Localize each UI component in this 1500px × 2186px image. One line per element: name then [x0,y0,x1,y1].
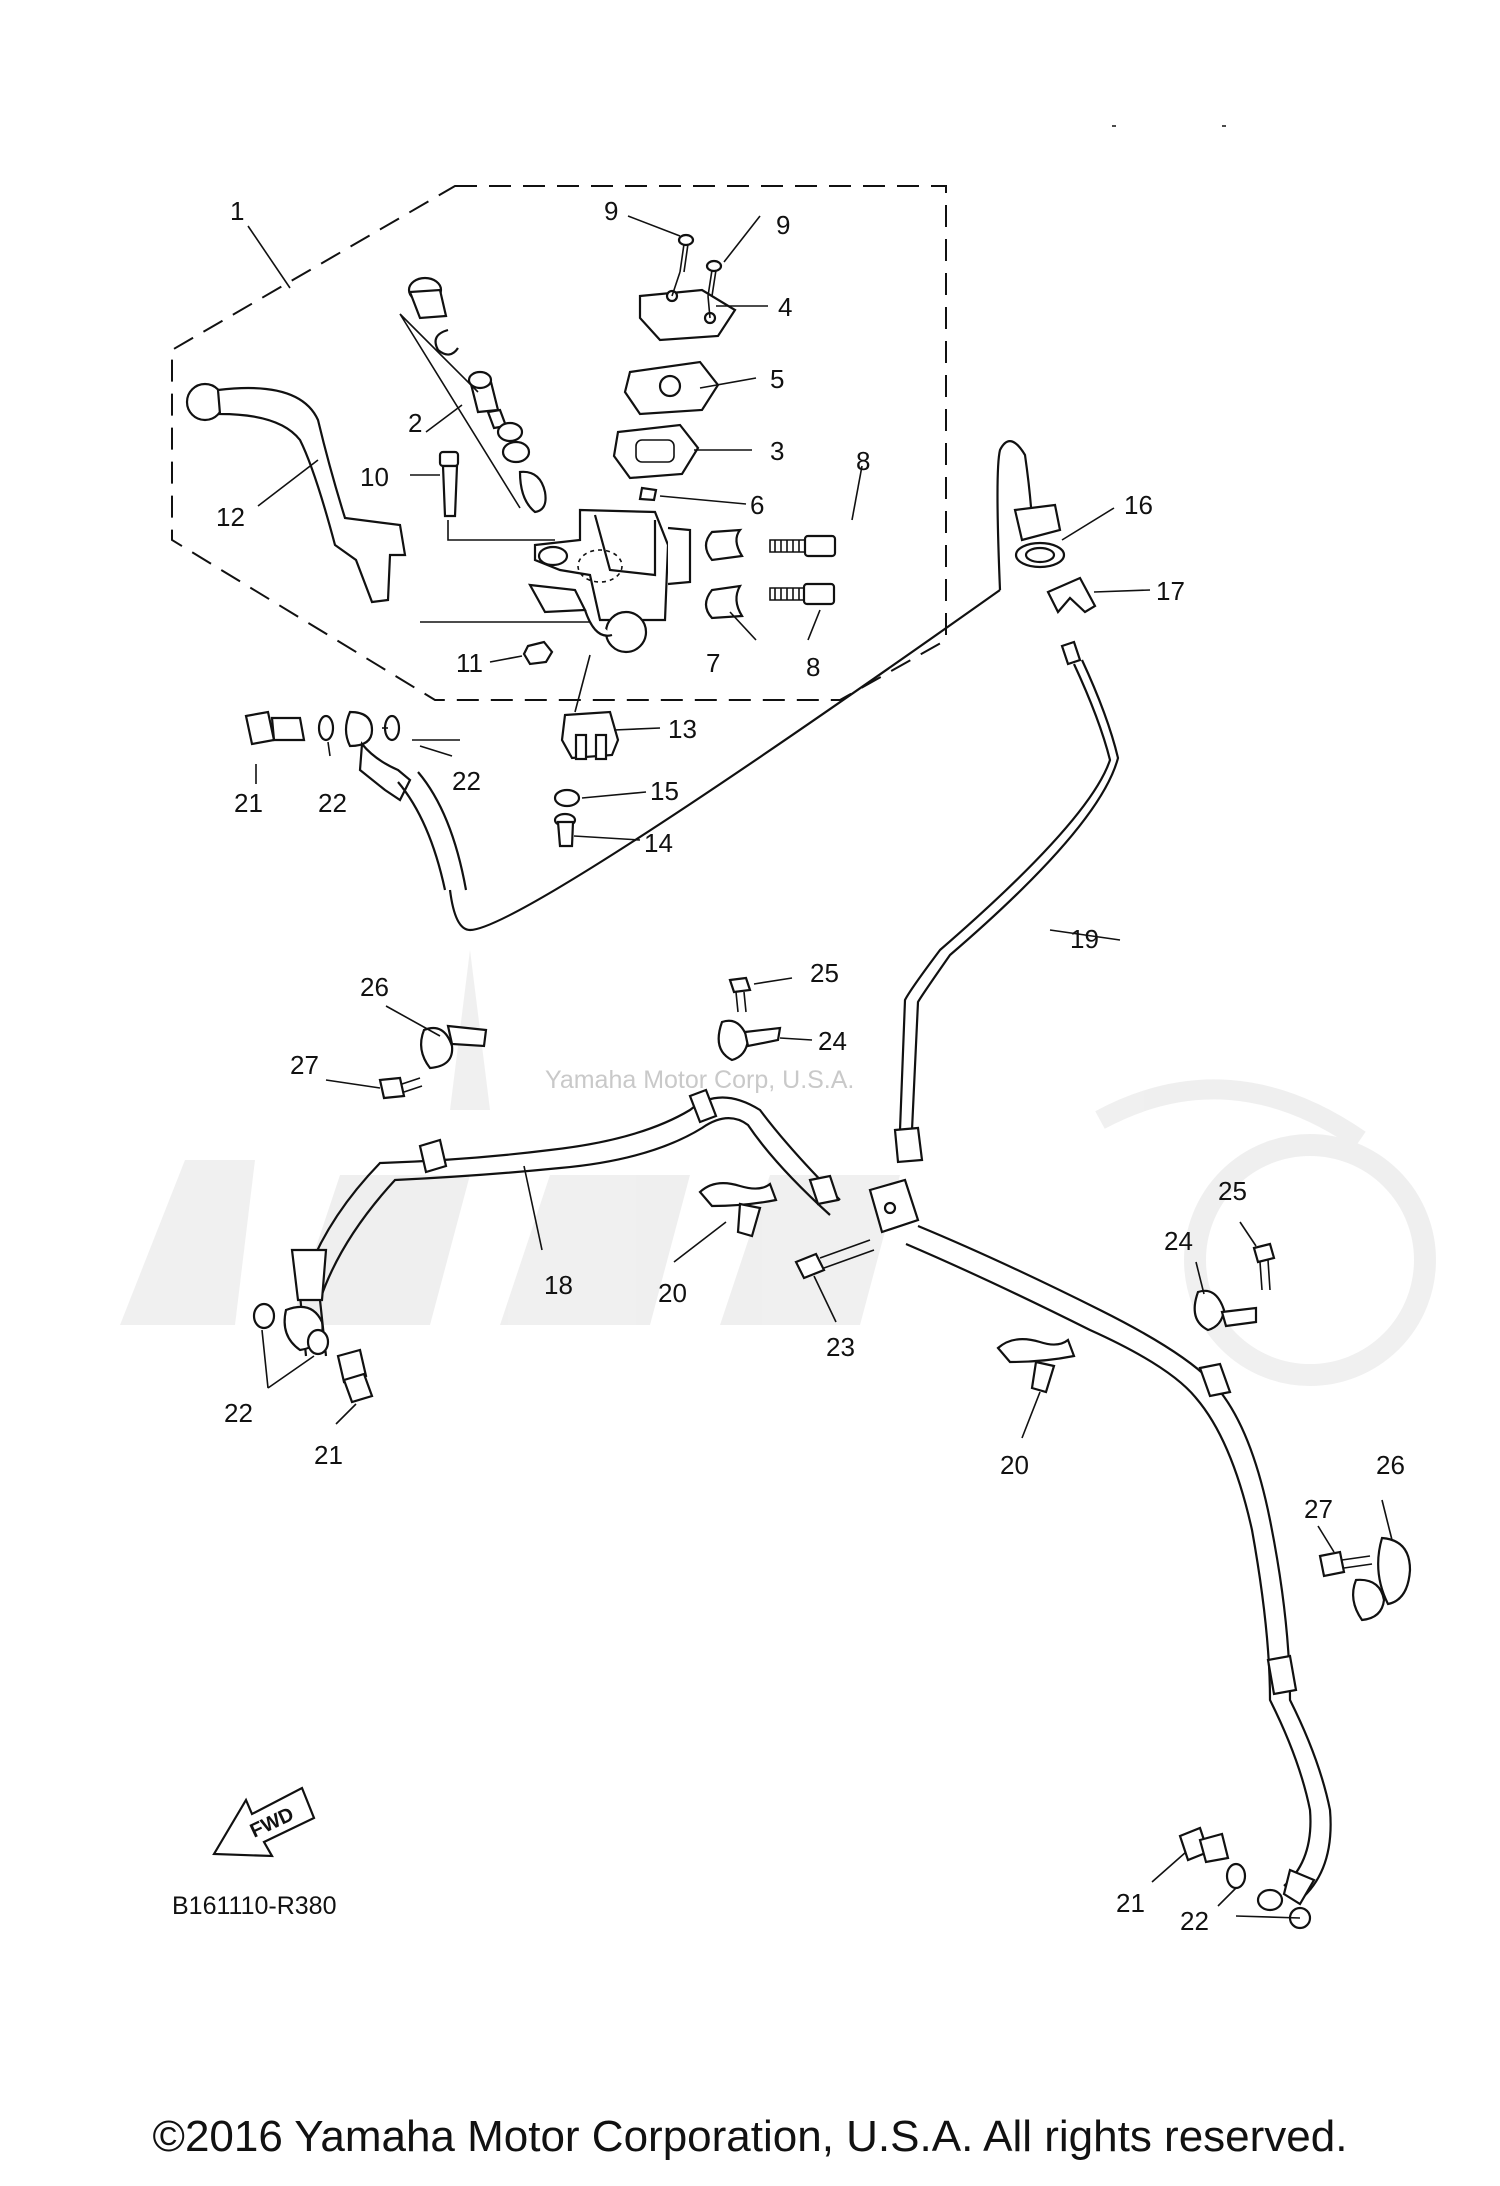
assembly-1-boundary [171,185,947,701]
callout-13: 13 [668,714,697,744]
nut-11[interactable] [522,640,554,666]
watermark-text: Yamaha Motor Corp, U.S.A. [545,1066,854,1094]
brake-pipe [893,640,1120,1164]
callout-17: 17 [1156,576,1185,606]
copper-washer-22a [317,714,335,742]
bolt-25a[interactable] [728,976,752,1013]
banjo-fitting-right [1256,1868,1316,1912]
copper-washer-22d [306,1328,330,1356]
callout-26b: 26 [1376,1450,1405,1480]
callout-18: 18 [544,1270,573,1300]
callout-2: 2 [408,408,422,438]
master-cylinder[interactable] [528,508,692,654]
copper-washer-22c [252,1302,276,1330]
callout-20b: 20 [1000,1450,1029,1480]
bolt-8-upper[interactable] [769,534,837,558]
brake-light-switch[interactable] [560,710,620,761]
callout-21c: 21 [1116,1888,1145,1918]
callout-24b: 24 [1164,1226,1193,1256]
bolt-27a[interactable] [378,1076,423,1100]
bolt-25b[interactable] [1252,1242,1276,1291]
pivot-bolt[interactable] [438,450,460,518]
washer-15 [553,788,581,808]
callout-22d: 22 [1180,1906,1209,1936]
callout-6: 6 [750,490,764,520]
callout-20a: 20 [658,1278,687,1308]
clamp-24a[interactable] [717,1019,782,1062]
copyright-notice: ©2016 Yamaha Motor Corporation, U.S.A. A… [152,2112,1348,2161]
hose-guide-26a[interactable] [419,1024,488,1070]
fwd-arrow: FWD [212,1786,316,1858]
hose-clip-17[interactable] [1046,576,1097,614]
copper-washer-22e [1225,1862,1247,1890]
callout-4: 4 [778,292,792,322]
callout-9b: 9 [776,210,790,240]
callouts: 1 2 3 4 5 6 7 8 8 9 9 10 11 12 13 14 15 … [216,196,1405,1936]
callout-22b: 22 [452,766,481,796]
callout-8b: 8 [806,652,820,682]
callout-26a: 26 [360,972,389,1002]
callout-19: 19 [1070,924,1099,954]
banjo-bolt-right[interactable] [1178,1826,1230,1864]
callout-3: 3 [770,436,784,466]
callout-22a: 22 [318,788,347,818]
diaphragm [612,423,700,480]
float [638,486,658,502]
callout-16: 16 [1124,490,1153,520]
upper-banjo-fitting [344,710,412,802]
banjo-bolt-left[interactable] [336,1348,374,1404]
bolt-27b[interactable] [1318,1550,1373,1578]
callout-9a: 9 [604,196,618,226]
callout-5: 5 [770,364,784,394]
callout-1: 1 [230,196,244,226]
hose-clamp-20a[interactable] [698,1181,778,1238]
callout-11: 11 [456,648,483,678]
hose-clamp-20b[interactable] [996,1337,1076,1394]
clamp-24b[interactable] [1193,1289,1258,1332]
callout-21b: 21 [314,1440,343,1470]
callout-25a: 25 [810,958,839,988]
callout-15: 15 [650,776,679,806]
banjo-bolt-upper[interactable] [244,710,306,746]
hose-guide-26b[interactable] [1351,1536,1412,1622]
callout-22c: 22 [224,1398,253,1428]
brake-lever[interactable] [185,382,407,604]
diaphragm-holder [623,360,720,416]
callout-21a: 21 [234,788,263,818]
reservoir-cap[interactable] [638,288,737,342]
callout-27b: 27 [1304,1494,1333,1524]
callout-27a: 27 [290,1050,319,1080]
callout-10: 10 [360,462,389,492]
piston-kit [407,276,547,514]
upper-brake-hose [397,440,1034,932]
handlebar-holder[interactable] [704,528,744,620]
callout-23: 23 [826,1332,855,1362]
screw-9b [705,259,723,297]
hose-union-16[interactable] [1013,503,1066,569]
screw-14[interactable] [553,812,577,848]
screw-9a [677,233,695,273]
watermark-logo [120,950,1436,1386]
hose-junction[interactable] [868,1178,920,1234]
callout-25b: 25 [1218,1176,1247,1206]
callout-12: 12 [216,502,245,532]
callout-7: 7 [706,648,720,678]
callout-8a: 8 [856,446,870,476]
diagram-code: B161110-R380 [172,1892,336,1920]
junction-bolt-23[interactable] [794,1239,875,1280]
leader-lines [247,215,1393,1919]
lower-brake-hose [290,1088,1332,1901]
callout-24a: 24 [818,1026,847,1056]
bolt-8-lower[interactable] [769,582,836,606]
callout-14: 14 [644,828,673,858]
